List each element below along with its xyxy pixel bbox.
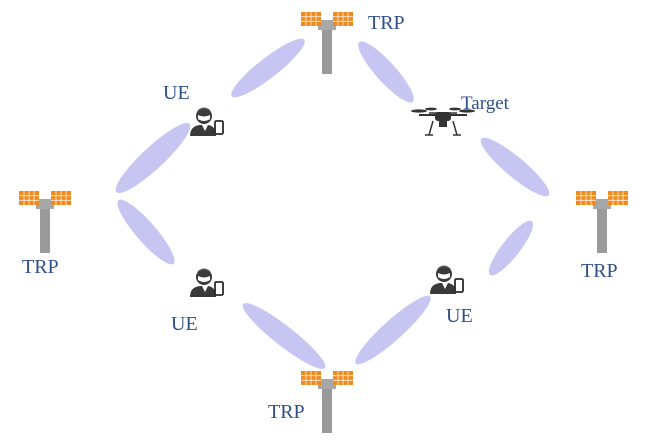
trp-left-icon [18, 190, 72, 254]
ue-top-left-icon [189, 106, 224, 137]
ue-bottom-left-label: UE [171, 313, 198, 335]
beam-trp-left-to-ue-bottom [117, 199, 175, 265]
trp-top-icon [300, 11, 354, 75]
beam-trp-top-to-ue [231, 38, 305, 98]
trp-top-label: TRP [368, 12, 405, 34]
beam-group [115, 38, 550, 369]
beam-target-to-trp-right [480, 137, 550, 197]
ue-bottom-right-label: UE [446, 305, 473, 327]
trp-right-icon [575, 190, 629, 254]
ue-bottom-right-icon [429, 264, 464, 295]
beam-trp-right-to-ue [488, 220, 534, 276]
beam-trp-left-to-ue-top [115, 122, 191, 194]
trp-left-label: TRP [22, 256, 59, 278]
ue-top-left-label: UE [163, 82, 190, 104]
ue-bottom-left-icon [189, 267, 224, 298]
beam-trp-bottom-to-ue-right [355, 295, 431, 365]
trp-bottom-icon [300, 370, 354, 434]
beam-ue-bottom-left-to-trp-bottom [242, 303, 326, 369]
target-label: Target [461, 93, 509, 114]
trp-right-label: TRP [581, 260, 618, 282]
trp-bottom-label: TRP [268, 401, 305, 423]
beam-trp-top-to-target [358, 41, 414, 103]
